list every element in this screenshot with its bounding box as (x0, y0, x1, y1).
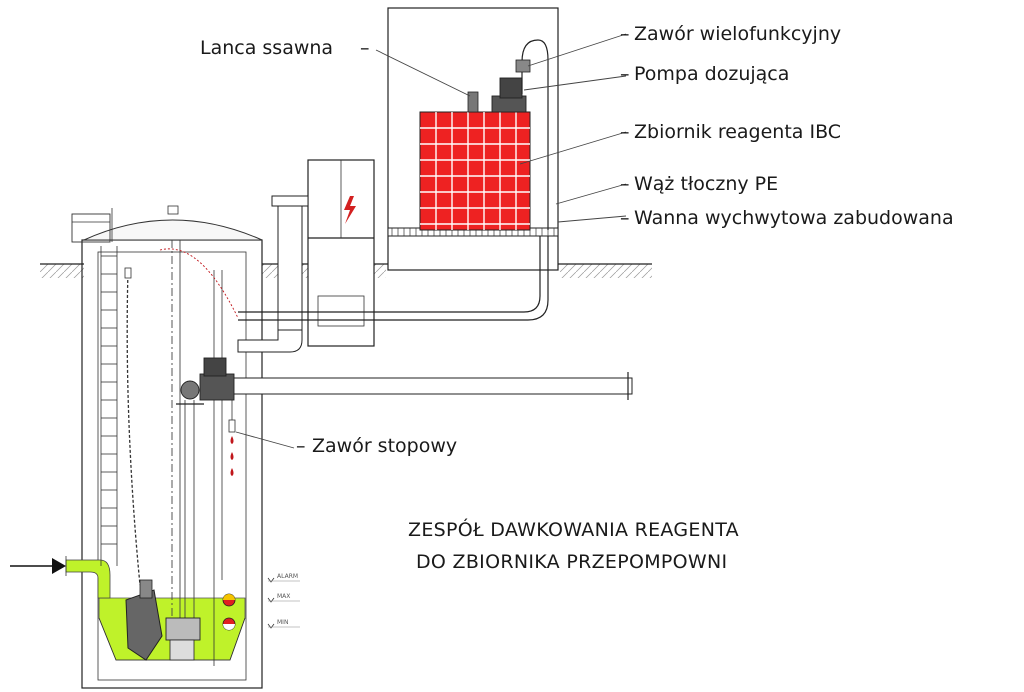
label-dash-6: – (296, 435, 306, 457)
leader-lines (235, 33, 627, 449)
pe-hose (159, 236, 549, 321)
label-zbiornik-ibc: Zbiornik reagenta IBC (634, 121, 841, 143)
diagram-title-line1: ZESPÓŁ DAWKOWANIA REAGENTA (408, 517, 739, 541)
ladder (100, 246, 118, 566)
level-min-label: MIN (277, 619, 288, 626)
reagent-drops (228, 392, 236, 476)
label-pompa-dozujaca: Pompa dozująca (634, 63, 789, 85)
label-zawor-stopowy: Zawór stopowy (312, 435, 457, 457)
control-cabinet (307, 159, 375, 347)
label-dash-2: – (620, 63, 630, 85)
diagram-title-line2: DO ZBIORNIKA PRZEPOMPOWNI (416, 551, 727, 573)
guide-rails (165, 240, 201, 661)
label-dash-5: – (620, 207, 630, 229)
discharge-pipe (176, 357, 633, 405)
label-dash-1: – (620, 23, 630, 45)
level-max-label: MAX (277, 593, 290, 600)
submersible-pump-left (124, 267, 163, 661)
label-zawor-wielofunkcyjny: Zawór wielofunkcyjny (634, 23, 841, 45)
float-switches (213, 270, 236, 666)
arrow-right-icon (10, 558, 66, 574)
label-wanna-wychwytowa: Wanna wychwytowa zabudowana (634, 207, 954, 229)
label-lanca-ssawna: Lanca ssawna (200, 37, 333, 59)
well-cover (71, 205, 263, 243)
inlet-pipe (65, 559, 111, 599)
vent-pipe (237, 195, 309, 353)
label-lanca-dash: – (360, 37, 370, 59)
label-waz-tloczny: Wąż tłoczny PE (634, 173, 778, 195)
level-alarm-label: ALARM (277, 573, 298, 580)
label-dash-3: – (620, 121, 630, 143)
ibc-tank (419, 111, 531, 231)
level-markers: ALARM MAX MIN (267, 573, 300, 629)
lightning-bolt-icon (344, 196, 356, 224)
dosing-pump (467, 39, 549, 230)
label-dash-4: – (620, 173, 630, 195)
